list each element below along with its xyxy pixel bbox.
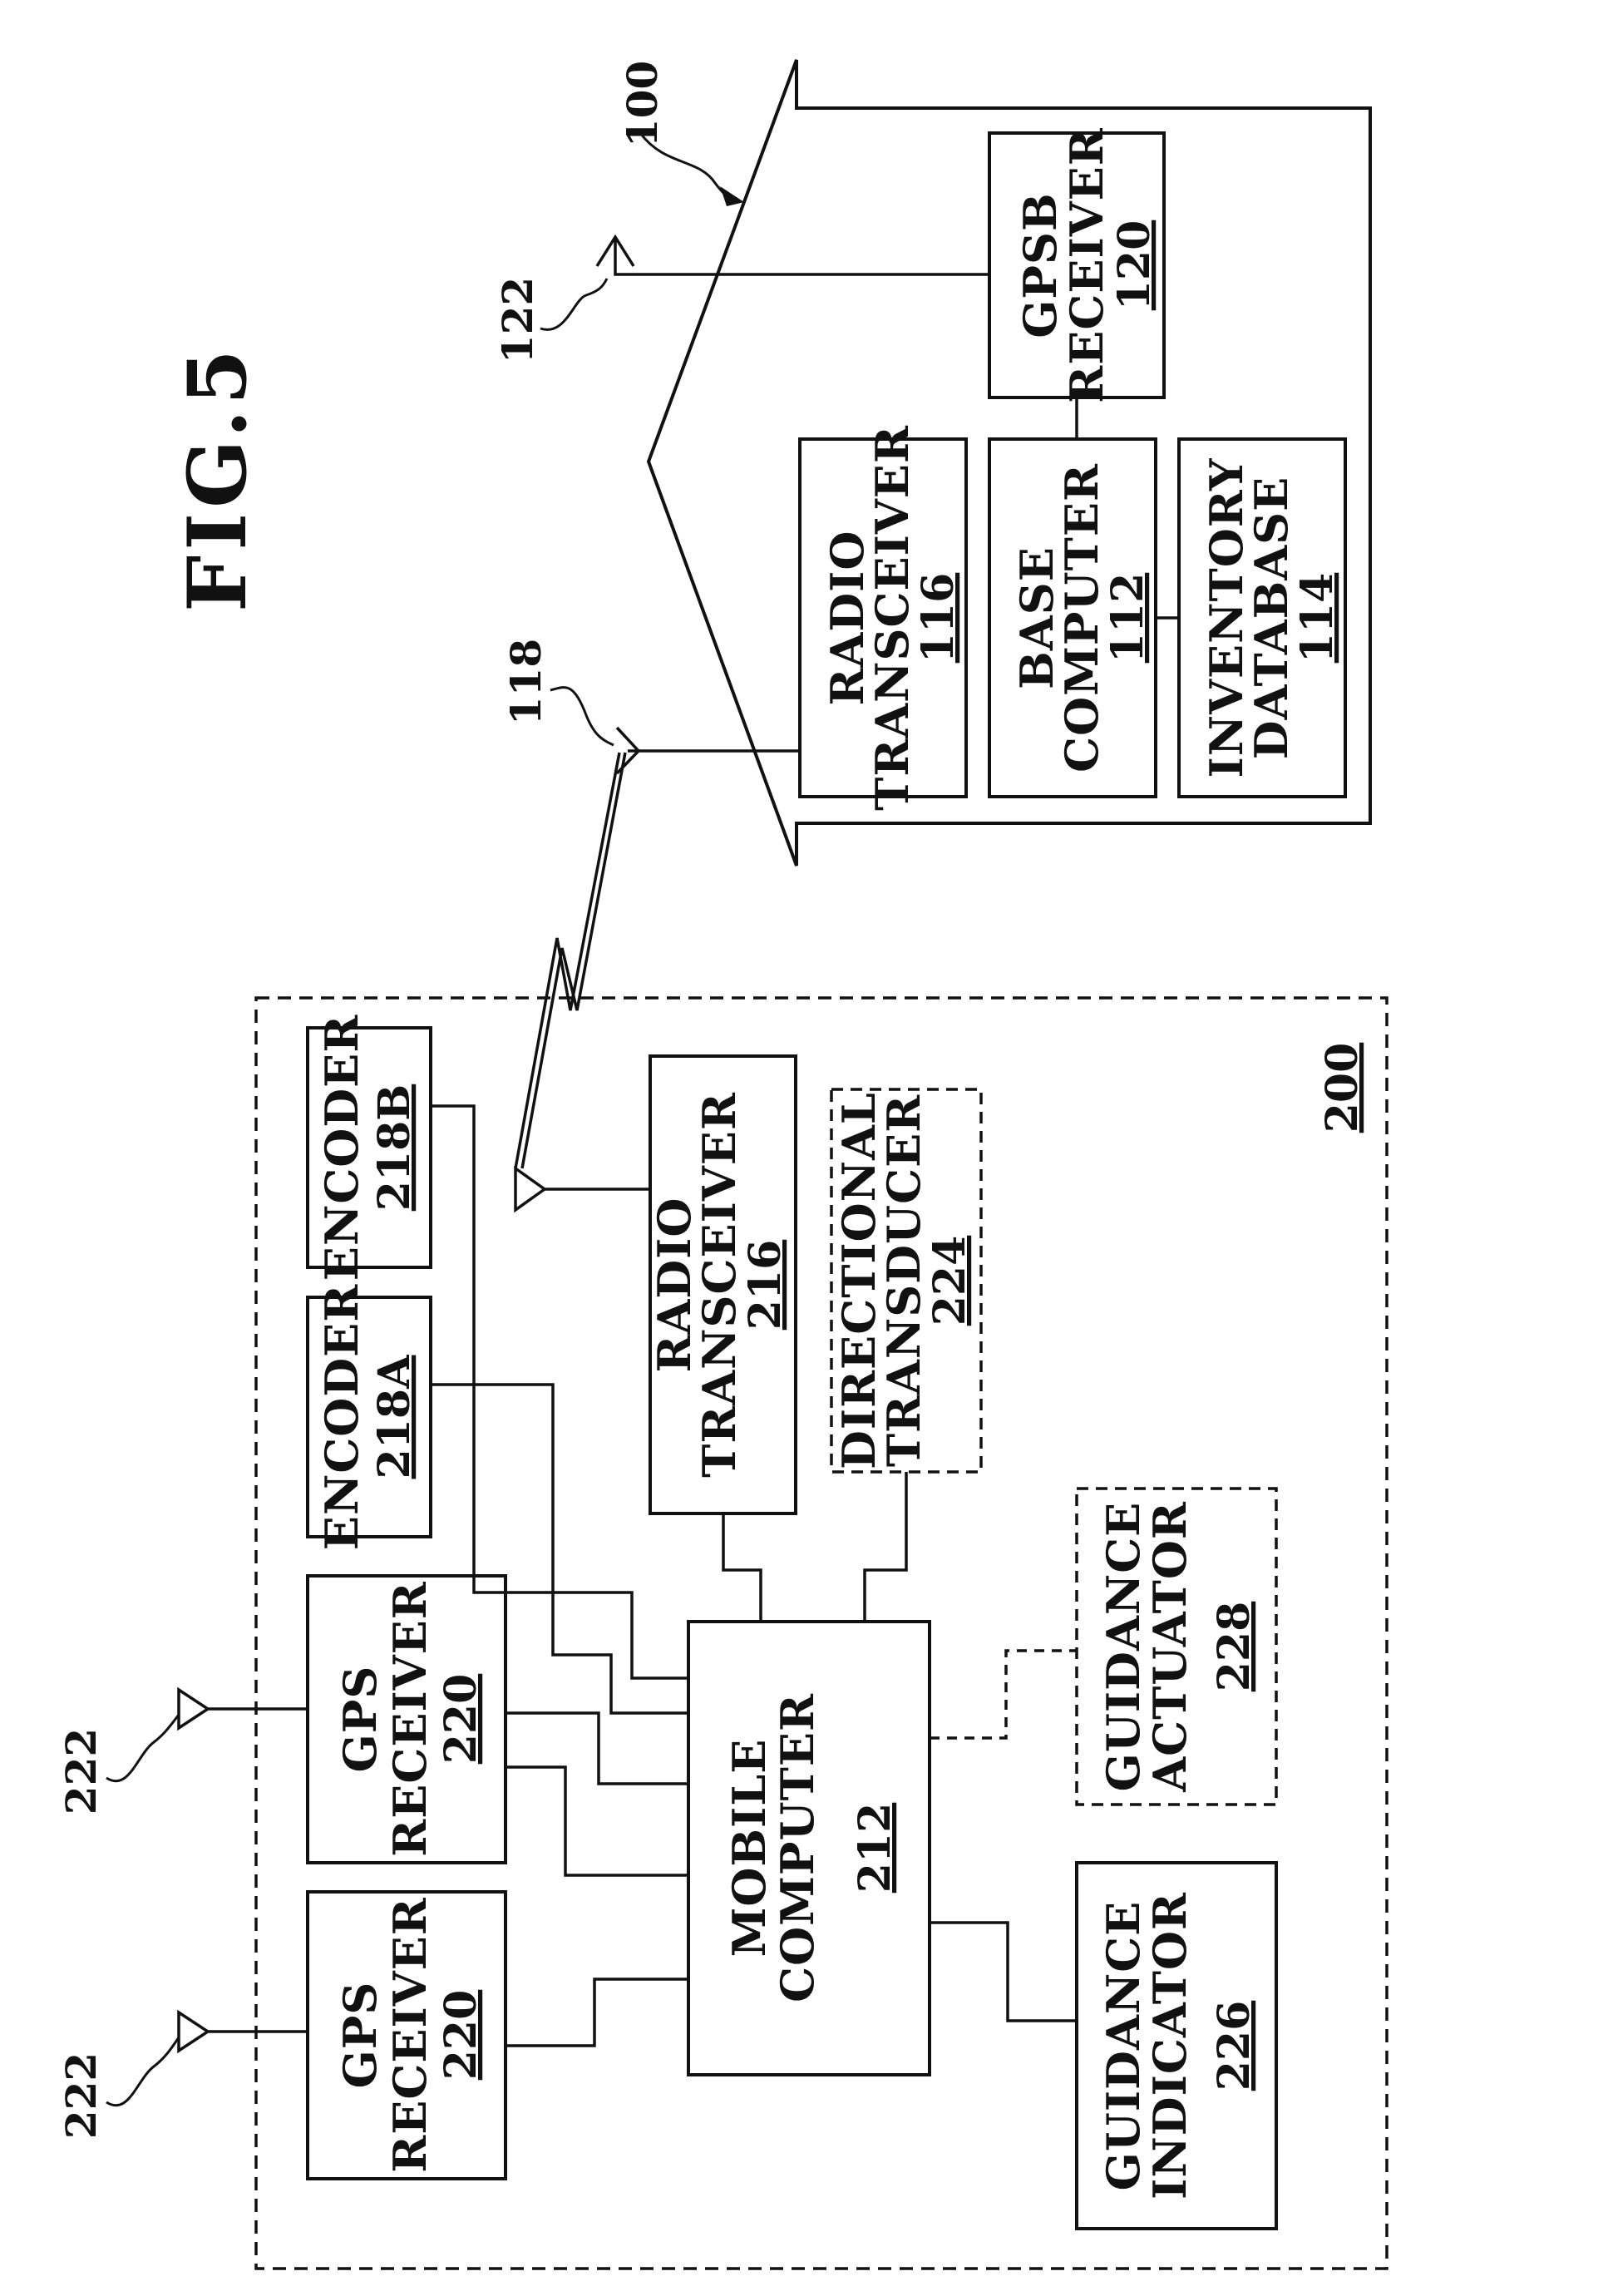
inventory-database-box: INVENTORY DATABASE 114 [1177, 437, 1347, 798]
base-computer-number: 112 [1102, 573, 1153, 664]
antenna-122-icon [595, 234, 989, 276]
encoder-218a-number: 218A [369, 1355, 420, 1479]
antenna-118-label: 118 [501, 639, 550, 725]
wire-computer-to-actuator [930, 1649, 1077, 1740]
base-station-building: 100 [618, 59, 1372, 867]
inventory-database-line2: DATABASE [1245, 476, 1298, 760]
mobile-computer-number: 212 [850, 1803, 900, 1894]
mobile-radio-transceiver-box: RADIO TRANSCEIVER 216 [648, 1054, 797, 1515]
base-computer-line2: COMPUTER [1055, 463, 1108, 773]
base-radio-transceiver-box: RADIO TRANSCEIVER 116 [798, 425, 968, 811]
guidance-actuator-number: 228 [1209, 1602, 1260, 1692]
figure-title: FIG.5 [170, 344, 264, 612]
mobile-computer-line1: MOBILE [723, 1739, 776, 1958]
gps-receiver-lower-line1: GPS [333, 1982, 387, 2089]
wireless-link-bolt [514, 752, 621, 1169]
ref-100-arrowhead [720, 186, 744, 206]
antenna-118-icon [615, 726, 800, 775]
antenna-118-leader [550, 686, 614, 747]
guidance-actuator-line2: ACTUATOR [1143, 1501, 1196, 1793]
antenna-222-upper-leader [106, 1714, 180, 1783]
gps-receiver-220-upper-box: GPS RECEIVER 220 [306, 1574, 507, 1864]
inventory-database-line1: INVENTORY [1200, 457, 1253, 778]
wire-gps-upper-b-to-computer [506, 1765, 688, 1877]
directional-transducer-box: DIRECTIONAL TRANSDUCER 224 [830, 1088, 983, 1474]
antenna-122-label: 122 [493, 277, 542, 363]
gpsb-receiver-line2: RECEIVER [1060, 127, 1113, 402]
guidance-indicator-line2: INDICATOR [1143, 1892, 1196, 2200]
antenna-222-upper-icon [177, 1686, 308, 1731]
wireless-link-bolt-inner [520, 752, 627, 1169]
antenna-222-upper-label: 222 [57, 1728, 106, 1815]
mobile-unit-ref-200: 200 [1317, 1043, 1368, 1133]
wire-transducer-to-computer [863, 1472, 908, 1622]
encoder-218a-line1: ENCODER [315, 1284, 368, 1551]
inventory-database-number: 114 [1292, 573, 1343, 664]
gps-receiver-lower-line2: RECEIVER [383, 1897, 437, 2172]
mobile-unit-frame [254, 996, 1388, 2270]
gps-receiver-220-lower-box: GPS RECEIVER 220 [306, 1890, 507, 2180]
wire-gps-lower-to-computer [506, 1978, 688, 2047]
wire-radio-216-to-computer [722, 1513, 762, 1622]
guidance-actuator-box: GUIDANCE ACTUATOR 228 [1075, 1487, 1278, 1806]
encoder-218b-box: ENCODER 218B [306, 1015, 432, 1281]
mobile-radio-antenna-icon [514, 1165, 650, 1213]
base-radio-transceiver-line1: RADIO [821, 531, 874, 706]
directional-transducer-line2: TRANSDUCER [877, 1094, 930, 1467]
gpsb-receiver-number: 120 [1109, 220, 1160, 311]
directional-transducer-number: 224 [925, 1236, 975, 1326]
guidance-indicator-number: 226 [1209, 2001, 1260, 2091]
antenna-122-leader [540, 278, 609, 331]
gpsb-receiver-line1: GPSB [1014, 192, 1067, 338]
antenna-222-lower-leader [106, 2037, 180, 2107]
encoder-218b-number: 218B [369, 1084, 420, 1212]
base-radio-transceiver-number: 116 [913, 573, 964, 664]
antenna-222-lower-icon [177, 2009, 308, 2054]
wire-gps-upper-to-computer [506, 1711, 688, 1785]
gps-receiver-upper-number: 220 [436, 1674, 486, 1765]
base-computer-line1: BASE [1010, 546, 1063, 689]
mobile-radio-transceiver-number: 216 [740, 1240, 791, 1331]
antenna-222-lower-label: 222 [57, 2052, 106, 2139]
base-computer-box: BASE COMPUTER 112 [988, 437, 1157, 798]
mobile-computer-box: MOBILE COMPUTER 212 [687, 1620, 931, 2076]
mobile-computer-line2: COMPUTER [771, 1693, 824, 2002]
gpsb-receiver-box: GPSB RECEIVER 120 [988, 127, 1166, 403]
ref-100-label: 100 [618, 61, 667, 147]
encoder-218a-box: ENCODER 218A [306, 1284, 432, 1551]
base-radio-transceiver-line2: TRANSCEIVER [866, 425, 919, 811]
directional-transducer-line1: DIRECTIONAL [832, 1092, 885, 1469]
wire-encoder-218a-to-computer [431, 1383, 688, 1715]
guidance-indicator-box: GUIDANCE INDICATOR 226 [1075, 1861, 1278, 2230]
encoder-218b-line1: ENCODER [315, 1015, 368, 1281]
guidance-indicator-line1: GUIDANCE [1097, 1901, 1150, 2191]
gps-receiver-upper-line1: GPS [333, 1666, 387, 1773]
guidance-actuator-line1: GUIDANCE [1097, 1502, 1150, 1792]
gps-receiver-upper-line2: RECEIVER [383, 1581, 437, 1856]
gps-receiver-lower-number: 220 [436, 1990, 486, 2081]
mobile-radio-transceiver-line1: RADIO [648, 1197, 701, 1373]
wire-computer-to-indicator [930, 1921, 1077, 2022]
mobile-radio-transceiver-line2: TRANSCEIVER [693, 1092, 746, 1478]
